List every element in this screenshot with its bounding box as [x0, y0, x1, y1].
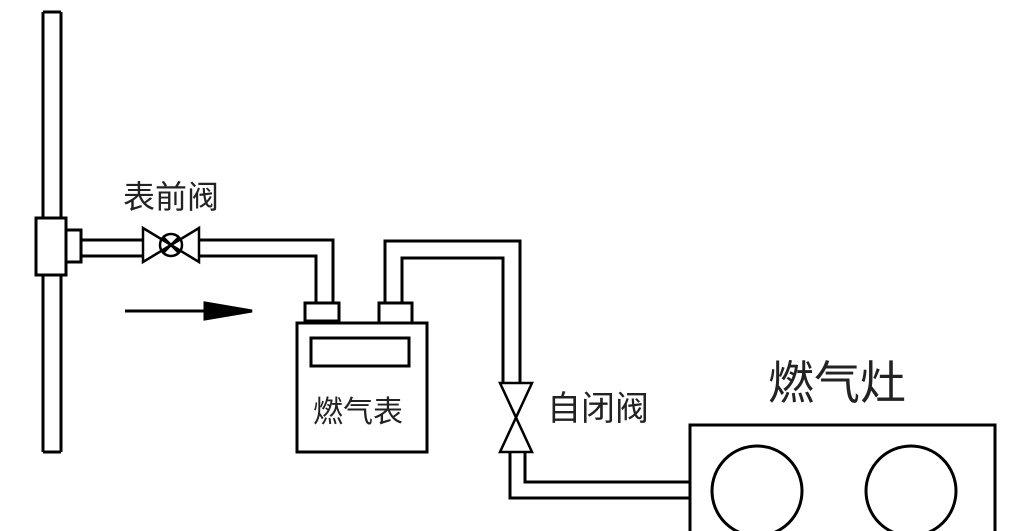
gas-meter-body [295, 321, 429, 454]
gas-stove-label: 燃气灶 [768, 356, 906, 410]
burner-right [864, 444, 958, 531]
gas-stove-body [688, 423, 997, 531]
inlet-pipe [81, 238, 335, 303]
tee-fitting [34, 216, 68, 277]
burner-left [710, 444, 804, 531]
self-closing-valve-label: 自闭阀 [547, 389, 649, 429]
meter-inlet-coupling [303, 301, 341, 323]
meter-outlet-coupling [377, 301, 414, 325]
gas-meter-label: 燃气表 [313, 395, 403, 430]
flow-arrow [125, 301, 253, 321]
front-valve-symbol [141, 225, 201, 265]
outlet-pipe [383, 239, 522, 383]
tee-coupling [64, 228, 83, 264]
meter-display [309, 336, 411, 368]
front-valve-label: 表前阀 [123, 178, 220, 216]
stove-pipe [508, 452, 690, 500]
self-closing-valve-symbol [498, 381, 534, 454]
riser-pipe [41, 10, 63, 454]
